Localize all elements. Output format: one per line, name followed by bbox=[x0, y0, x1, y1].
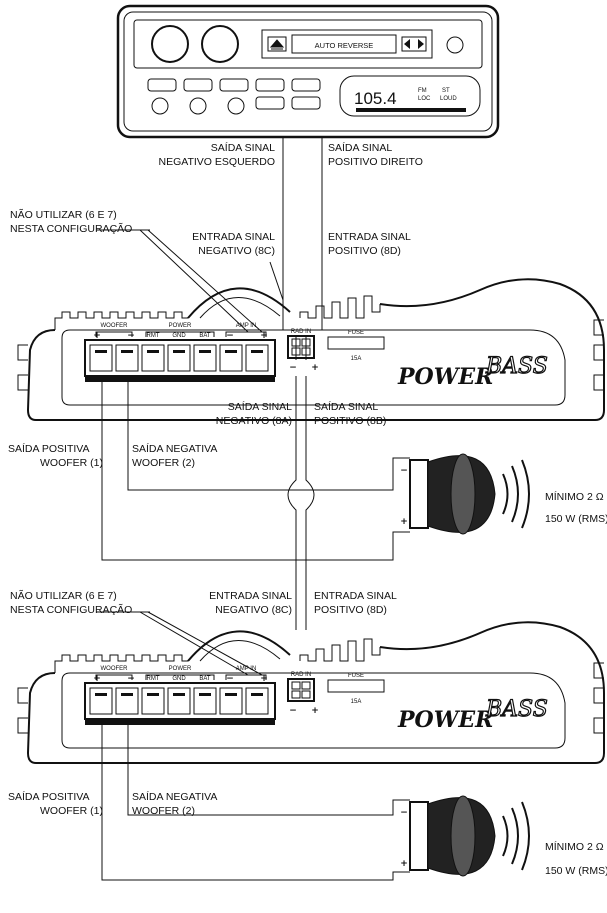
gnd-label: GND bbox=[172, 333, 186, 339]
seek-buttons bbox=[401, 36, 427, 52]
amp-in-label: AMP IN bbox=[236, 323, 257, 329]
speaker-2: − + bbox=[400, 795, 530, 877]
eject-button bbox=[267, 36, 287, 52]
rad-in-label: RAD IN bbox=[291, 672, 311, 678]
label-left-signal-2: NEGATIVO ESQUERDO bbox=[159, 156, 276, 168]
minus-sign: − bbox=[226, 331, 234, 341]
input-neg-2: NEGATIVO (8C) bbox=[215, 604, 292, 616]
speaker-power-1: 150 W (RMS) bbox=[545, 513, 607, 525]
woofer-pos-1: SAÍDA POSITIVA bbox=[8, 790, 90, 803]
daisy-chain-wires bbox=[287, 376, 315, 630]
minus-sign: − bbox=[289, 706, 297, 716]
output-neg-2: NEGATIVO (8A) bbox=[216, 415, 292, 427]
minus-sign: − bbox=[400, 808, 408, 818]
speaker-impedance-2: MÍNIMO 2 Ω bbox=[545, 840, 604, 853]
gnd-label: GND bbox=[172, 676, 186, 682]
amp-in-label: AMP IN bbox=[236, 666, 257, 672]
leader-lines bbox=[96, 229, 263, 333]
plus-sign: + bbox=[400, 859, 408, 869]
fuse-rating: 15A bbox=[351, 699, 362, 705]
leader-lines bbox=[96, 611, 263, 676]
do-not-use-2: NESTA CONFIGURAÇÃO bbox=[10, 222, 132, 235]
speaker-power-2: 150 W (RMS) bbox=[545, 865, 607, 877]
brand-logo: POWER bbox=[397, 707, 493, 733]
input-pos-1: ENTRADA SINAL bbox=[328, 231, 411, 243]
minus-sign: − bbox=[400, 466, 408, 476]
woofer-pos-2: WOOFER (1) bbox=[40, 805, 103, 817]
minus-sign: − bbox=[289, 363, 297, 373]
woofer-neg-1: SAÍDA NEGATIVA bbox=[132, 790, 217, 803]
minus-sign: − bbox=[127, 331, 135, 341]
rad-in-label: RAD IN bbox=[291, 329, 311, 335]
amplifier-2: WOOFER POWER AMP IN RMT GND BAT + − − + … bbox=[17, 621, 605, 764]
tune-knob bbox=[201, 25, 239, 63]
plus-sign: + bbox=[93, 331, 101, 341]
woofer-pos-1: SAÍDA POSITIVA bbox=[8, 442, 90, 455]
woofer-label: WOOFER bbox=[101, 666, 129, 672]
plus-sign: + bbox=[260, 674, 268, 684]
loud-indicator: LOUD bbox=[440, 96, 457, 102]
input-pos-2: POSITIVO (8D) bbox=[328, 245, 401, 257]
frequency-readout: 105.4 bbox=[354, 89, 397, 108]
output-neg-1: SAÍDA SINAL bbox=[228, 400, 292, 413]
input-pos-1: ENTRADA SINAL bbox=[314, 590, 397, 602]
power-label: POWER bbox=[169, 323, 192, 329]
head-unit: AUTO REVERSE 105.4 FM LOC ST LOUD bbox=[116, 4, 500, 139]
amplifier-1: WOOFER POWER AMP IN RMT GND BAT + − − + … bbox=[17, 278, 605, 421]
power-knob bbox=[446, 36, 464, 54]
bat-label: BAT bbox=[199, 676, 211, 682]
plus-sign: + bbox=[311, 363, 319, 373]
output-pos-2: POSITIVO (8B) bbox=[314, 415, 386, 427]
plus-sign: + bbox=[400, 517, 408, 527]
rmt-label: RMT bbox=[147, 676, 160, 682]
woofer-pos-2: WOOFER (1) bbox=[40, 457, 103, 469]
minus-sign: − bbox=[127, 674, 135, 684]
woofer-neg-2: WOOFER (2) bbox=[132, 457, 195, 469]
seek-icon bbox=[404, 39, 424, 49]
brand-logo: BASS bbox=[485, 697, 548, 722]
leader-line bbox=[269, 261, 284, 301]
speaker-impedance-1: MÍNIMO 2 Ω bbox=[545, 490, 604, 503]
brand-logo: POWER bbox=[397, 364, 493, 390]
level-meter bbox=[356, 108, 466, 112]
fm-indicator: FM bbox=[418, 88, 427, 94]
preset-buttons bbox=[147, 78, 321, 115]
rmt-label: RMT bbox=[147, 333, 160, 339]
woofer-label: WOOFER bbox=[101, 323, 129, 329]
speaker-wiring-1 bbox=[101, 376, 410, 561]
label-right-signal-1: SAÍDA SINAL bbox=[328, 141, 392, 154]
fuse-label: FUSE bbox=[348, 330, 364, 336]
loc-indicator: LOC bbox=[418, 96, 431, 102]
input-neg-2: NEGATIVO (8C) bbox=[198, 245, 275, 257]
signal-wires-top bbox=[282, 137, 323, 360]
plus-sign: + bbox=[260, 331, 268, 341]
fuse-label: FUSE bbox=[348, 673, 364, 679]
input-neg-1: ENTRADA SINAL bbox=[209, 590, 292, 602]
cassette-slot bbox=[291, 34, 397, 54]
label-right-signal-2: POSITIVO DIREITO bbox=[328, 156, 423, 168]
do-not-use-1: NÃO UTILIZAR (6 E 7) bbox=[10, 589, 117, 602]
volume-knob bbox=[151, 25, 189, 63]
woofer-neg-1: SAÍDA NEGATIVA bbox=[132, 442, 217, 455]
output-pos-1: SAÍDA SINAL bbox=[314, 400, 378, 413]
power-label: POWER bbox=[169, 666, 192, 672]
plus-sign: + bbox=[311, 706, 319, 716]
plus-sign: + bbox=[93, 674, 101, 684]
input-pos-2: POSITIVO (8D) bbox=[314, 604, 387, 616]
fuse-rating: 15A bbox=[351, 356, 362, 362]
speaker-wiring-2 bbox=[101, 719, 410, 881]
eject-icon bbox=[269, 39, 285, 50]
auto-reverse-label: AUTO REVERSE bbox=[315, 41, 374, 50]
label-left-signal-1: SAÍDA SINAL bbox=[211, 141, 275, 154]
st-indicator: ST bbox=[442, 88, 450, 94]
do-not-use-1: NÃO UTILIZAR (6 E 7) bbox=[10, 208, 117, 221]
input-neg-1: ENTRADA SINAL bbox=[192, 231, 275, 243]
do-not-use-2: NESTA CONFIGURAÇÃO bbox=[10, 603, 132, 616]
brand-logo: BASS bbox=[485, 354, 548, 379]
speaker-1: − + bbox=[400, 453, 530, 535]
minus-sign: − bbox=[226, 674, 234, 684]
bat-label: BAT bbox=[199, 333, 211, 339]
woofer-neg-2: WOOFER (2) bbox=[132, 805, 195, 817]
